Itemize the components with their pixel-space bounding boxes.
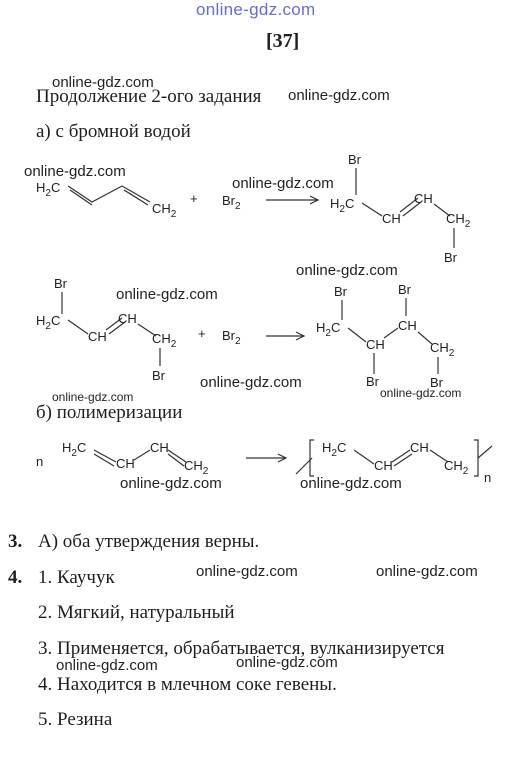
question-3-answer: А) оба утверждения верны. <box>38 531 260 552</box>
reaction-3: n H2C CH CH CH2 H2C CH CH CH2 n <box>36 439 493 485</box>
watermark: online-gdz.com <box>116 286 218 303</box>
answer-item: 3. Применяется, обрабатывается, вулканиз… <box>38 638 445 659</box>
br2-label: Br2 <box>222 328 241 347</box>
part-b-heading: б) полимеризации <box>36 402 183 423</box>
ch2-label: CH2 <box>446 211 471 230</box>
ch-label: CH <box>398 318 417 333</box>
watermark: online-gdz.com <box>300 475 402 492</box>
watermark: online-gdz.com <box>288 87 390 104</box>
n-label: n <box>484 470 491 485</box>
answer-item: 4. Находится в млечном соке гевены. <box>38 674 337 695</box>
page-number: [37] <box>266 30 300 52</box>
br-label: Br <box>348 152 362 167</box>
watermark: online-gdz.com <box>232 175 334 192</box>
h2c-label: H2C <box>36 313 60 332</box>
br-label: Br <box>152 368 166 383</box>
br-label: Br <box>398 282 412 297</box>
ch2-label: CH2 <box>184 458 209 477</box>
plus-sign: + <box>190 191 198 206</box>
watermark: online-gdz.com <box>56 657 158 674</box>
n-label: n <box>36 454 43 469</box>
ch-label: CH <box>382 211 401 226</box>
h2c-label: H2C <box>62 440 86 459</box>
watermark: online-gdz.com <box>120 475 222 492</box>
watermark: online-gdz.com <box>200 374 302 391</box>
part-a-heading: а) с бромной водой <box>36 121 191 142</box>
br2-label: Br2 <box>222 193 241 212</box>
h2c-label: H2C <box>36 180 60 199</box>
ch-label: CH <box>116 456 135 471</box>
ch-label: CH <box>366 337 385 352</box>
site-header-watermark: online-gdz.com <box>196 0 316 19</box>
question-3-number: 3. <box>8 531 23 552</box>
ch-label: CH <box>374 458 393 473</box>
watermark: online-gdz.com <box>52 390 134 404</box>
h2c-label: H2C <box>322 440 346 459</box>
watermark: online-gdz.com <box>380 386 462 400</box>
reaction-2: Br H2C CH CH CH2 Br + Br2 Br H2C CH Br C… <box>36 276 455 390</box>
ch2-label: CH2 <box>430 340 455 359</box>
br-label: Br <box>334 284 348 299</box>
br-label: Br <box>444 250 458 265</box>
question-4-number: 4. <box>8 567 23 588</box>
h2c-label: H2C <box>330 196 354 215</box>
ch2-label: CH2 <box>152 331 177 350</box>
watermark: online-gdz.com <box>296 262 398 279</box>
answer-item: 1. Каучук <box>38 567 115 588</box>
watermark: online-gdz.com <box>24 163 126 180</box>
ch-label: CH <box>150 440 169 455</box>
br-label: Br <box>54 276 68 291</box>
ch-label: CH <box>118 311 137 326</box>
br-label: Br <box>430 375 444 390</box>
continuation-heading: Продолжение 2-ого задания <box>36 86 262 107</box>
watermark: online-gdz.com <box>52 74 154 91</box>
answer-item: 5. Резина <box>38 709 113 730</box>
ch-label: CH <box>410 440 429 455</box>
h2c-label: H2C <box>316 320 340 339</box>
ch2-label: CH2 <box>444 458 469 477</box>
ch-label: CH <box>88 329 107 344</box>
watermark: online-gdz.com <box>236 654 338 671</box>
ch-label: CH <box>414 191 433 206</box>
plus-sign: + <box>198 326 206 341</box>
watermark: online-gdz.com <box>376 563 478 580</box>
answer-item: 2. Мягкий, натуральный <box>38 602 235 623</box>
watermark: online-gdz.com <box>196 563 298 580</box>
ch2-label: CH2 <box>152 201 177 220</box>
br-label: Br <box>366 374 380 389</box>
reaction-1: H2C CH2 + Br2 Br H2C CH CH CH2 Br <box>36 152 471 265</box>
